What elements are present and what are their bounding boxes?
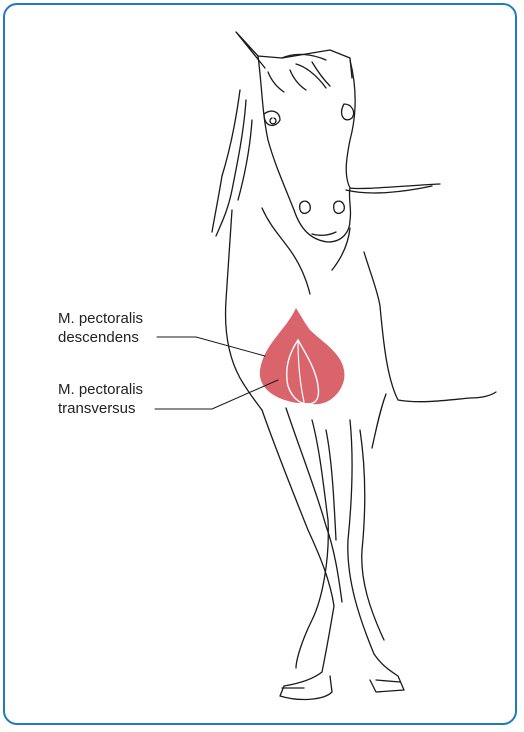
label-m-pectoralis-descendens: M. pectoralis descendens: [58, 309, 143, 347]
horse-head: [236, 32, 440, 242]
pectoral-muscles: [260, 308, 345, 404]
label-descendens-line2: descendens: [58, 328, 143, 347]
horse-body: [226, 208, 496, 448]
leader-line-descendens: [157, 337, 265, 356]
label-transversus-line1: M. pectoralis: [58, 380, 143, 399]
leader-line-transversus: [155, 380, 278, 409]
leader-lines: [155, 337, 278, 409]
horse-legs: [262, 408, 404, 699]
label-transversus-line2: transversus: [58, 399, 143, 418]
label-m-pectoralis-transversus: M. pectoralis transversus: [58, 380, 143, 418]
label-descendens-line1: M. pectoralis: [58, 309, 143, 328]
